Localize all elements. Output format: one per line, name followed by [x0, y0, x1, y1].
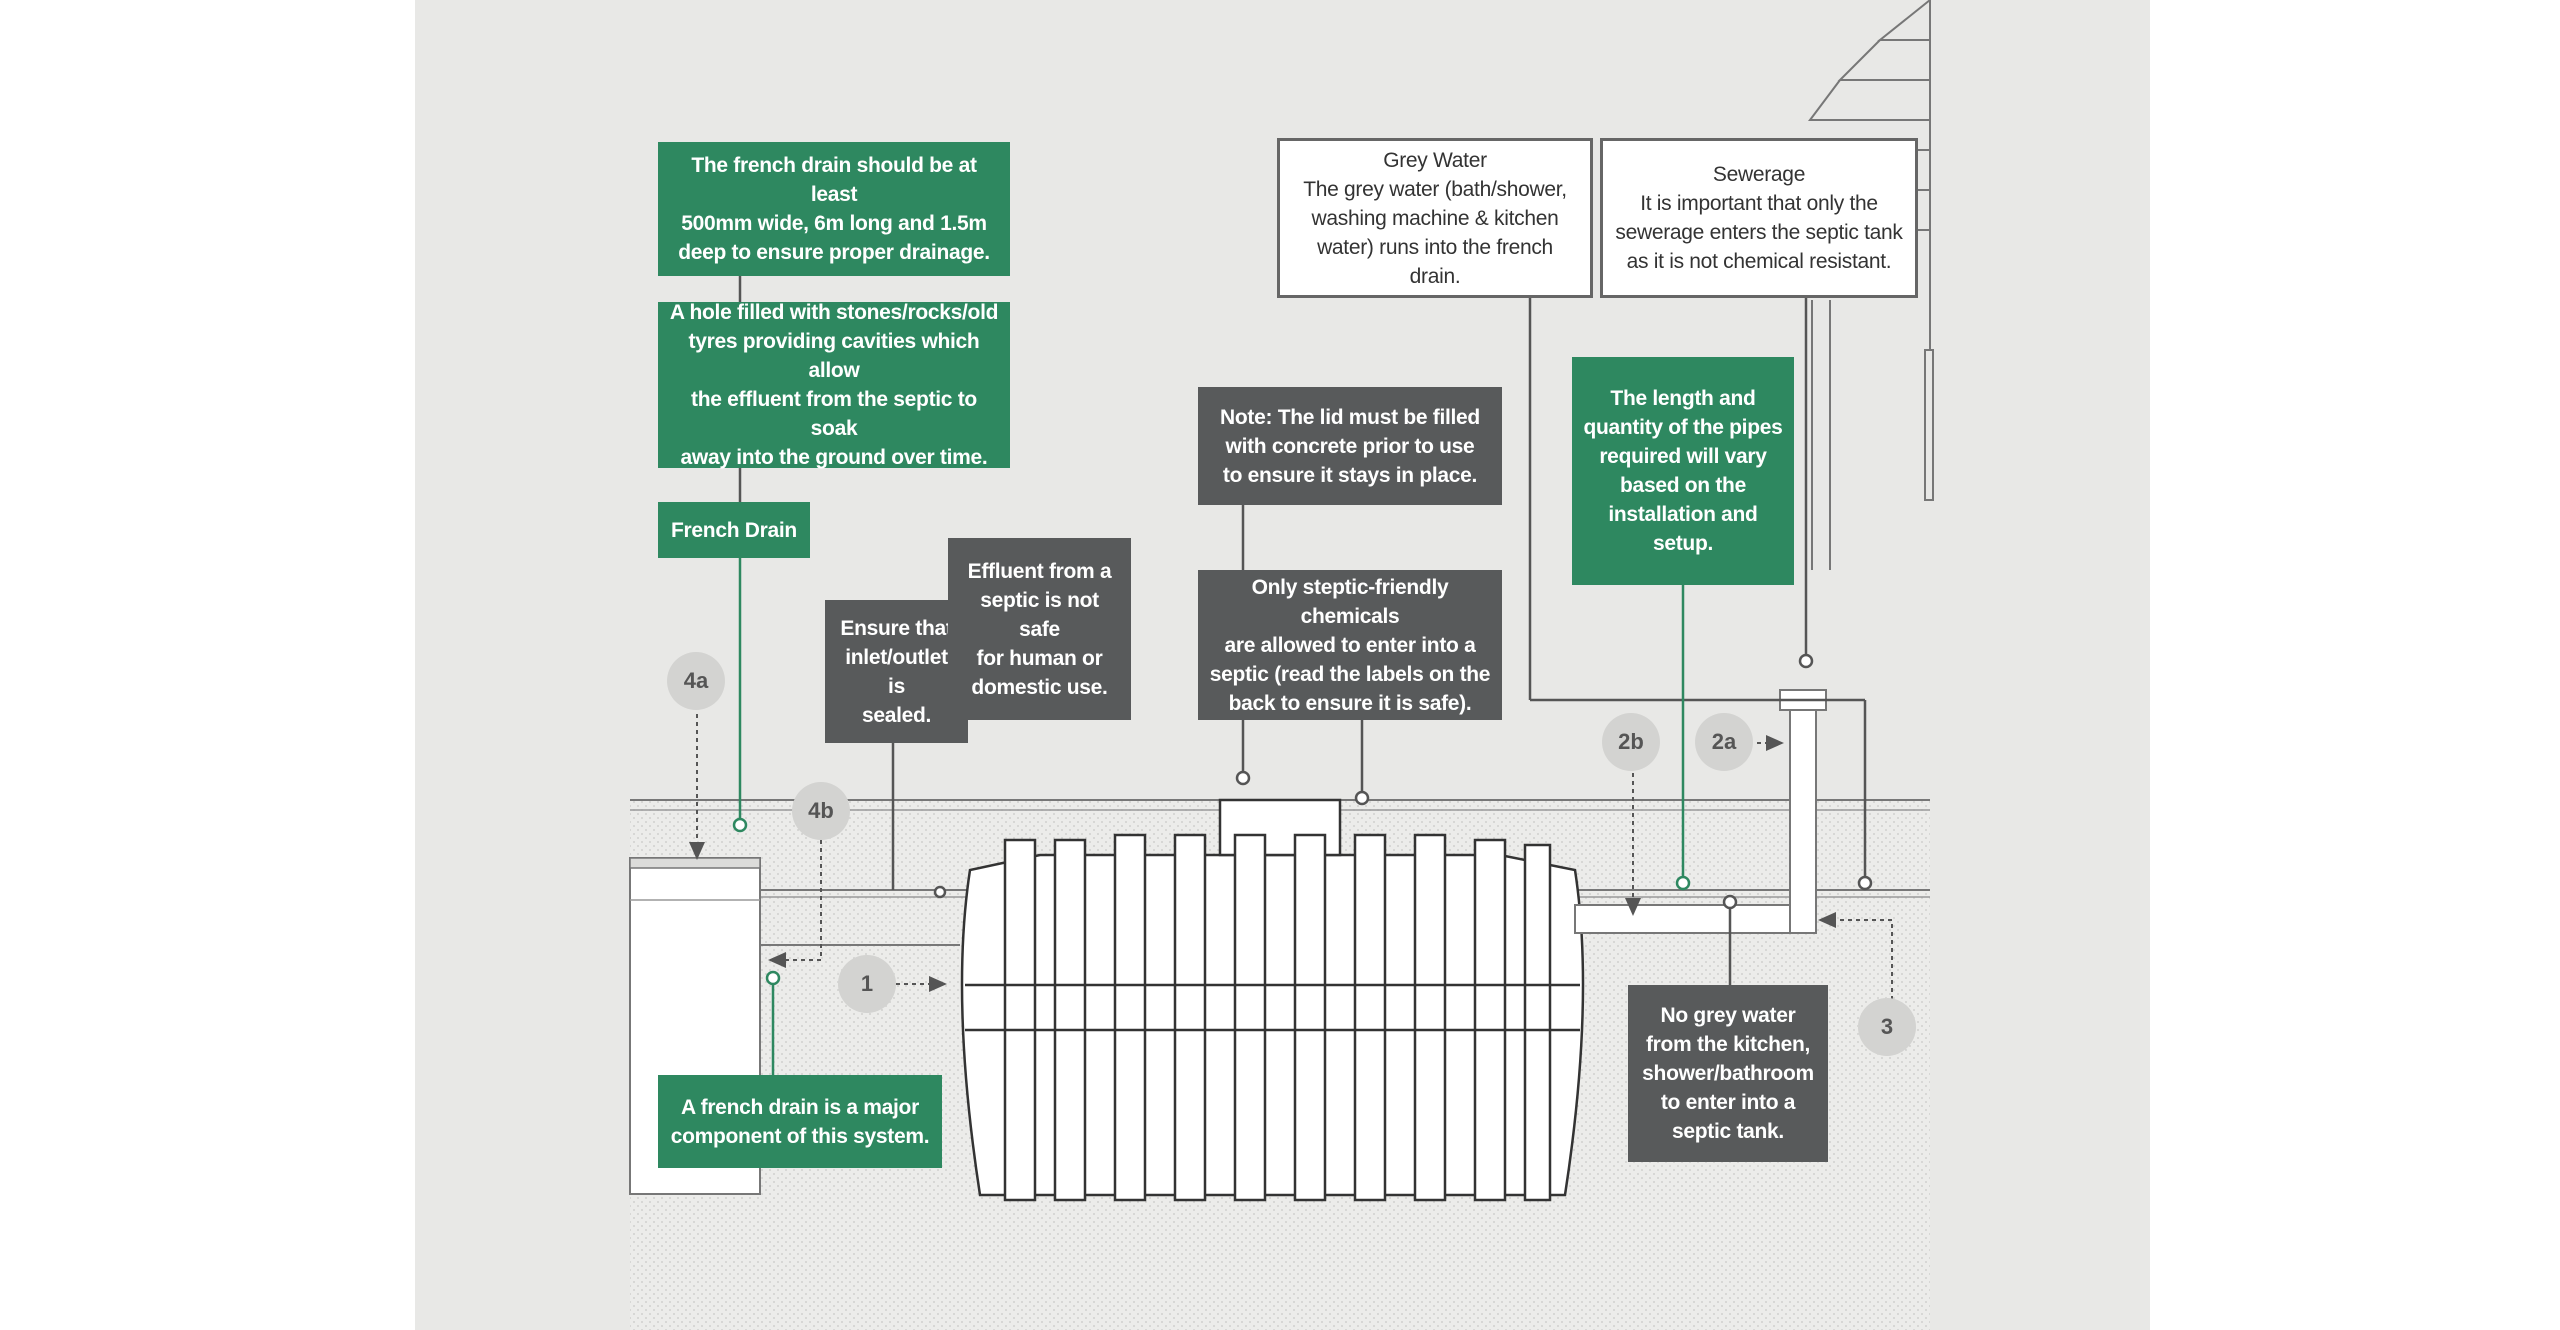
callout-french-drain-size-text: The french drain should be at least 500m…	[678, 154, 990, 264]
badge-4b: 4b	[792, 782, 850, 840]
badge-1: 1	[838, 955, 896, 1013]
callout-pipes-length: The length and quantity of the pipes req…	[1572, 357, 1794, 585]
house-outline	[1808, 0, 1934, 570]
badge-2a: 2a	[1695, 713, 1753, 771]
leader-lines	[738, 276, 1867, 1075]
callout-inlet-outlet-sealed: Ensure that inlet/outlet is sealed.	[825, 600, 968, 743]
callout-hole-filled-text: A hole filled with stones/rocks/old tyre…	[669, 301, 999, 469]
callout-lid-note: Note: The lid must be filled with concre…	[1198, 387, 1502, 505]
callout-chemicals-text: Only steptic-friendly chemicals are allo…	[1209, 575, 1491, 715]
callout-effluent-not-safe-text: Effluent from a septic is not safe for h…	[967, 559, 1112, 699]
callout-sewerage: Sewerage It is important that only the s…	[1600, 138, 1918, 298]
badge-2b: 2b	[1602, 713, 1660, 771]
callout-french-drain-label-text: French Drain	[671, 518, 797, 542]
callout-chemicals: Only steptic-friendly chemicals are allo…	[1198, 570, 1502, 720]
callout-major-component-text: A french drain is a major component of t…	[670, 1095, 930, 1148]
callout-inlet-outlet-sealed-text: Ensure that inlet/outlet is sealed.	[840, 616, 953, 727]
septic-tank	[960, 798, 1585, 1202]
callout-sewerage-text: Sewerage It is important that only the s…	[1615, 163, 1903, 273]
outlet-pipe	[1574, 689, 1830, 934]
callout-french-drain-size: The french drain should be at least 500m…	[658, 142, 1010, 276]
callout-no-grey-water-text: No grey water from the kitchen, shower/b…	[1642, 1004, 1814, 1143]
badge-arrows	[689, 714, 1893, 1000]
callout-lid-note-text: Note: The lid must be filled with concre…	[1220, 405, 1480, 487]
callout-no-grey-water: No grey water from the kitchen, shower/b…	[1628, 985, 1828, 1162]
callout-grey-water: Grey Water The grey water (bath/shower, …	[1277, 138, 1593, 298]
callout-grey-water-text: Grey Water The grey water (bath/shower, …	[1303, 148, 1567, 288]
callout-pipes-length-text: The length and quantity of the pipes req…	[1583, 387, 1783, 555]
leader-dots	[732, 653, 1873, 986]
callout-hole-filled: A hole filled with stones/rocks/old tyre…	[658, 301, 1010, 469]
callout-french-drain-label: French Drain	[658, 502, 810, 558]
callout-effluent-not-safe: Effluent from a septic is not safe for h…	[948, 538, 1131, 720]
badge-3: 3	[1858, 998, 1916, 1056]
badge-4a: 4a	[667, 652, 725, 710]
callout-major-component: A french drain is a major component of t…	[658, 1075, 942, 1168]
